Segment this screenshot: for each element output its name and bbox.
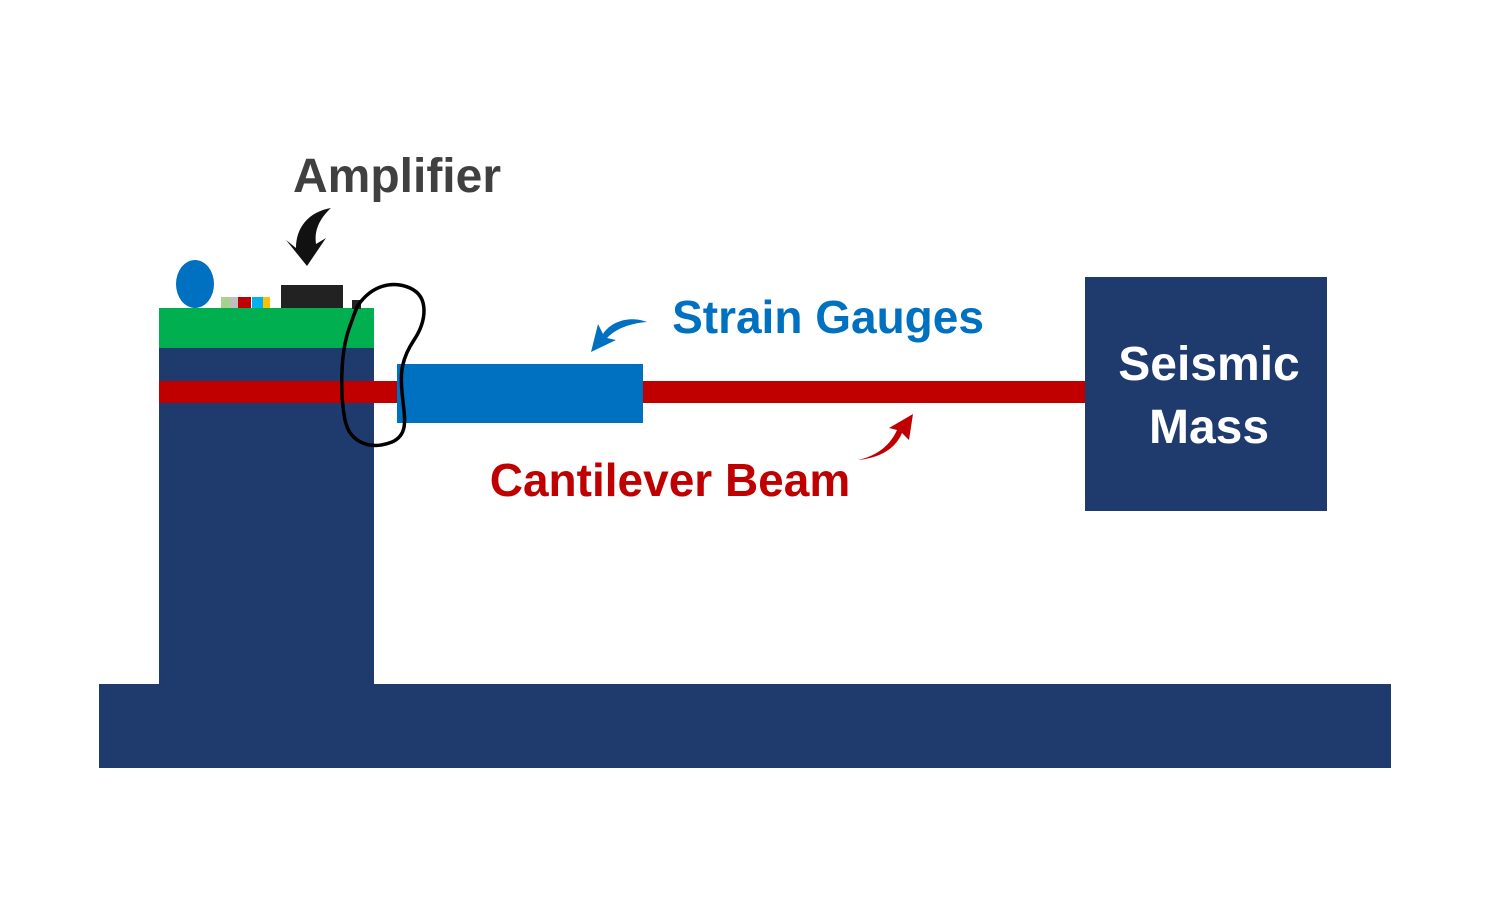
cantilever-beam-label: Cantilever Beam [490, 454, 851, 506]
blue-capacitor [176, 260, 214, 308]
amplifier-arrow-icon [286, 208, 331, 266]
seismic-mass-label-line2: Mass [1149, 401, 1269, 454]
stripe-component-4 [252, 297, 263, 308]
circuit-board [159, 308, 374, 348]
cantilever-beam-arrow-icon [858, 414, 913, 460]
amplifier-chip [281, 285, 343, 308]
strain-gauges-label: Strain Gauges [672, 291, 984, 343]
seismic-mass-label-line1: Seismic [1118, 338, 1299, 391]
stripe-component-3 [238, 297, 251, 308]
stripe-component-1 [221, 297, 231, 308]
stripe-component-2 [230, 297, 238, 308]
stripe-component-5 [263, 297, 270, 308]
base-plate [99, 684, 1391, 768]
strain-gauges-arrow-icon [591, 319, 647, 352]
seismic-mass [1085, 277, 1327, 511]
amplifier-label: Amplifier [293, 150, 501, 203]
strain-gauge [397, 364, 643, 423]
wire-connector [352, 300, 361, 309]
board-components [176, 260, 361, 309]
signal-wire [339, 282, 426, 447]
